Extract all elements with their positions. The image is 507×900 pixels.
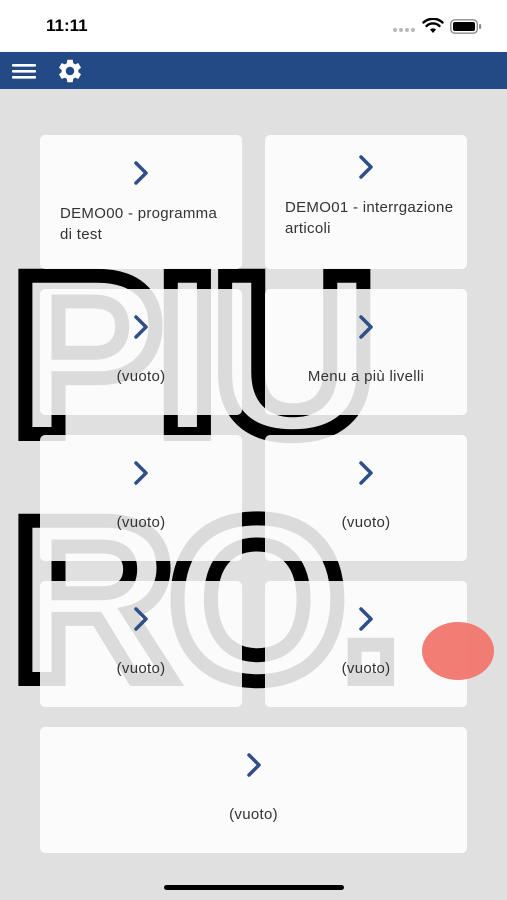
tile-empty-5[interactable]: (vuoto): [265, 581, 467, 707]
tile-label: DEMO00 - programma di test: [60, 205, 218, 243]
tile-label: (vuoto): [116, 660, 166, 677]
tile-label: DEMO01 - interrgazione articoli: [285, 199, 454, 237]
menu-icon[interactable]: [10, 59, 38, 83]
chevron-right-icon: [359, 315, 373, 339]
tile-label: (vuoto): [116, 368, 166, 385]
tile-empty-1[interactable]: (vuoto): [40, 289, 242, 415]
tile-label: (vuoto): [341, 660, 391, 677]
tile-demo00[interactable]: DEMO00 - programma di test: [40, 135, 242, 269]
tile-empty-3[interactable]: (vuoto): [265, 435, 467, 561]
tile-menu-livelli[interactable]: Menu a più livelli: [265, 289, 467, 415]
tile-label: Menu a più livelli: [307, 368, 425, 385]
tile-label: (vuoto): [116, 514, 166, 531]
status-time: 11:11: [46, 16, 88, 35]
wifi-icon: [422, 18, 444, 33]
tile-label: (vuoto): [229, 806, 278, 823]
tile-label: (vuoto): [341, 514, 391, 531]
chevron-right-icon: [134, 161, 148, 185]
home-indicator: [164, 885, 344, 890]
chevron-right-icon: [134, 607, 148, 631]
tile-grid: PIU RO. DEMO00 - programma di test DEMO0…: [0, 89, 507, 900]
chevron-right-icon: [134, 315, 148, 339]
tile-empty-6[interactable]: (vuoto): [40, 727, 467, 853]
tile-empty-2[interactable]: (vuoto): [40, 435, 242, 561]
tile-demo01[interactable]: DEMO01 - interrgazione articoli: [265, 135, 467, 269]
signal-icon: [393, 28, 415, 32]
chevron-right-icon: [246, 753, 261, 777]
chevron-right-icon: [134, 461, 148, 485]
chevron-right-icon: [359, 461, 373, 485]
chevron-right-icon: [359, 155, 373, 179]
app-bar: [0, 52, 507, 89]
battery-icon: [450, 19, 482, 34]
chevron-right-icon: [359, 607, 373, 631]
gear-icon[interactable]: [56, 57, 84, 85]
status-bar: 11:11: [0, 0, 507, 52]
tile-empty-4[interactable]: (vuoto): [40, 581, 242, 707]
